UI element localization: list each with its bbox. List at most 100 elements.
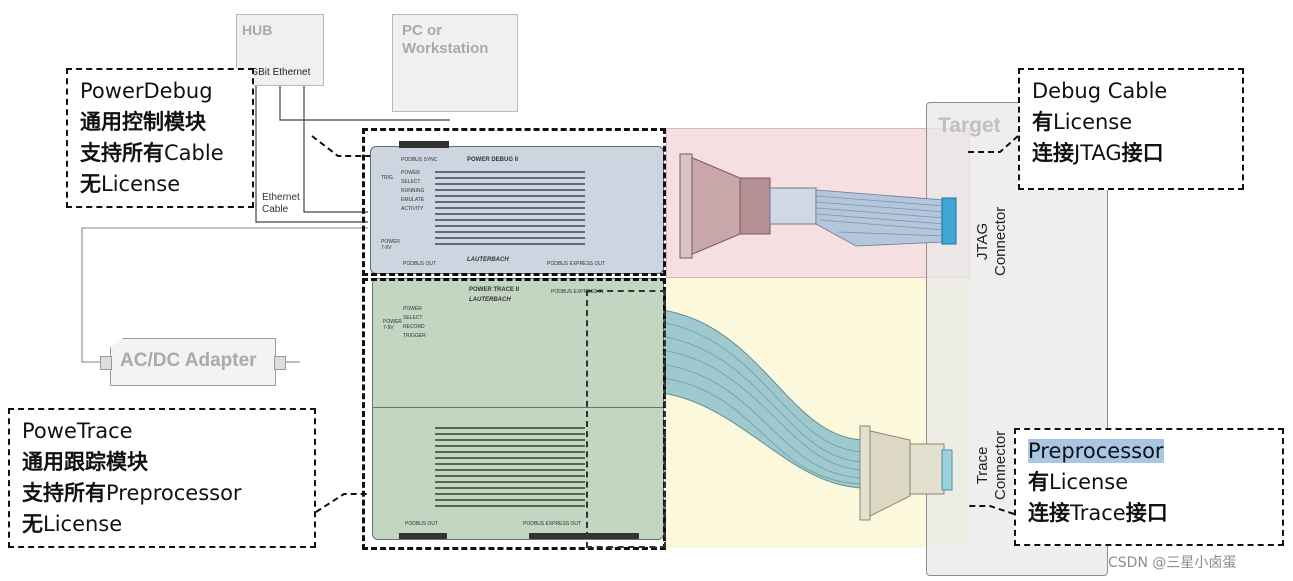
powerdebug-line4-en: License xyxy=(101,172,181,196)
pd-side-label-2: POWER 7-9V xyxy=(381,239,400,251)
powerdebug-line2: 通用控制模块 xyxy=(80,110,206,134)
powerdebug-line3-wrap: 支持所有Cable xyxy=(80,138,240,169)
powetrace-line3-zh: 支持所有 xyxy=(22,481,106,505)
pt-brand: LAUTERBACH xyxy=(469,297,511,303)
ethernet-wire-3 xyxy=(303,80,368,213)
watermark: CSDN @三星小卤蛋 xyxy=(1108,555,1237,571)
pc-title-line1: PC or xyxy=(402,22,443,39)
pt-led-3: RECORD xyxy=(403,324,425,330)
powerdebug-title: PowerDebug xyxy=(80,79,213,103)
powetrace-line4-zh: 无 xyxy=(22,512,43,536)
powetrace-line4-en: License xyxy=(43,512,123,536)
powetrace-title: PoweTrace xyxy=(22,419,133,443)
preprocessor-line3-zh2: 接口 xyxy=(1125,501,1168,525)
pd-title: POWER DEBUG II xyxy=(467,157,519,163)
debugcable-title: Debug Cable xyxy=(1032,79,1168,103)
pd-port-top-label: PODBUS SYNC xyxy=(401,157,438,163)
powetrace-line2: 通用跟踪模块 xyxy=(22,450,148,474)
pt-vent-grille xyxy=(435,427,585,511)
pd-leds: POWER SELECT RUNNING EMULATE ACTIVITY xyxy=(401,169,424,214)
pt-bottom-slot-left xyxy=(399,533,447,539)
hub-title: HUB xyxy=(242,22,273,38)
pt-led-4: TRIGGER xyxy=(403,333,426,339)
pt-divider xyxy=(373,407,663,408)
pt-port-bottom-left: PODBUS OUT xyxy=(405,521,439,527)
pc-box xyxy=(392,14,518,112)
powerdebug-line4-zh: 无 xyxy=(80,172,101,196)
pt-port-bottom-right: PODBUS EXPRESS OUT xyxy=(523,521,582,527)
adapter-plug-right xyxy=(274,356,286,370)
pd-led-4: EMULATE xyxy=(401,197,425,203)
powetrace-line2-wrap: 通用跟踪模块 xyxy=(22,447,302,478)
pt-port-top: PODBUS EXPRESS IN xyxy=(551,289,604,295)
ethernet-cable-label-line2: Cable xyxy=(262,204,289,215)
powetrace-line3-en: Preprocessor xyxy=(106,481,242,505)
pd-led-1: POWER xyxy=(401,170,420,176)
debugcable-line3-en: JTAG xyxy=(1074,141,1122,165)
pd-side-label-1: TRIG xyxy=(381,175,393,181)
power-debug-device: PODBUS SYNC POWER DEBUG II POWER SELECT … xyxy=(370,141,664,274)
pd-led-3: RUNNING xyxy=(401,188,425,194)
preprocessor-title-wrap: Preprocessor xyxy=(1028,436,1270,467)
pd-led-5: ACTIVITY xyxy=(401,206,424,212)
powetrace-line3-wrap: 支持所有Preprocessor xyxy=(22,478,302,509)
pt-bottom-slot-right xyxy=(529,533,639,539)
pd-vent-grille xyxy=(435,171,585,247)
leader-powerdebug xyxy=(311,135,370,157)
pt-title: POWER TRACE II xyxy=(469,287,520,293)
pd-port-bottom-right: PODBUS EXPRESS OUT xyxy=(547,261,606,267)
powerdebug-line2-wrap: 通用控制模块 xyxy=(80,107,240,138)
trace-label-line2: Connector xyxy=(992,430,1009,500)
ethernet-wire-1 xyxy=(255,80,368,223)
power-trace-device: POWER TRACE II LAUTERBACH PODBUS EXPRESS… xyxy=(372,278,664,540)
debugcable-line3-zh1: 连接 xyxy=(1032,141,1074,165)
pt-led-1: POWER xyxy=(403,306,422,312)
leader-debugcable xyxy=(968,135,1019,153)
powerdebug-dashed-zone xyxy=(362,128,666,276)
pc-title-line2: Workstation xyxy=(402,40,489,57)
adapter-plug-left xyxy=(100,356,112,370)
pd-brand: LAUTERBACH xyxy=(467,257,509,263)
preprocessor-line2-zh: 有 xyxy=(1028,470,1049,494)
trace-connector-label: Trace Connector xyxy=(974,431,1010,500)
preprocessor-line3-wrap: 连接Trace接口 xyxy=(1028,498,1270,529)
jtag-label-line1: JTAG xyxy=(974,222,991,261)
powerdebug-line3-zh: 支持所有 xyxy=(80,141,164,165)
callout-debug-cable: Debug Cable 有License 连接JTAG接口 xyxy=(1018,68,1244,190)
callout-powetrace: PoweTrace 通用跟踪模块 支持所有Preprocessor 无Licen… xyxy=(8,408,316,548)
callout-preprocessor: Preprocessor 有License 连接Trace接口 xyxy=(1014,428,1284,546)
preprocessor-line2-en: License xyxy=(1049,470,1129,494)
powerdebug-line3-en: Cable xyxy=(164,141,224,165)
adapter-label: AC/DC Adapter xyxy=(120,350,257,371)
hub-port-text: GBit Ethernet xyxy=(250,67,311,78)
pt-led-2: SELECT xyxy=(403,315,423,321)
ethernet-cable-label-line1: Ethernet xyxy=(262,192,300,203)
preprocessor-line2-wrap: 有License xyxy=(1028,467,1270,498)
debugcable-line3-wrap: 连接JTAG接口 xyxy=(1032,138,1230,169)
pt-side-label: POWER 7-9V xyxy=(383,319,402,331)
debugcable-line2-wrap: 有License xyxy=(1032,107,1230,138)
debugcable-line2-zh: 有 xyxy=(1032,110,1053,134)
adapter-body xyxy=(110,338,276,386)
preprocessor-dashed-zone xyxy=(586,290,666,548)
pt-leds: POWER SELECT RECORD TRIGGER xyxy=(403,305,426,341)
ethernet-wire-2 xyxy=(279,80,450,121)
adapter-wire xyxy=(81,227,368,363)
pd-port-top-slot xyxy=(399,141,449,148)
pd-led-2: SELECT xyxy=(401,179,421,185)
pd-port-bottom-left: PODBUS OUT xyxy=(403,261,437,267)
preprocessor-line3-zh1: 连接 xyxy=(1028,501,1070,525)
debugcable-line3-zh2: 接口 xyxy=(1121,141,1164,165)
debugcable-line2-en: License xyxy=(1053,110,1133,134)
powerdebug-line4-wrap: 无License xyxy=(80,169,240,200)
jtag-connector-label: JTAG Connector xyxy=(974,207,1010,276)
powetrace-line4-wrap: 无License xyxy=(22,509,302,540)
trace-label-line1: Trace xyxy=(974,446,991,485)
target-title: Target xyxy=(938,114,1001,137)
leader-powetrace xyxy=(315,493,370,513)
leader-preprocessor xyxy=(968,505,1015,515)
preprocessor-title: Preprocessor xyxy=(1028,439,1164,463)
jtag-label-line2: Connector xyxy=(992,206,1009,276)
debug-cable-graphic xyxy=(679,153,957,259)
preprocessor-line3-en: Trace xyxy=(1070,501,1126,525)
